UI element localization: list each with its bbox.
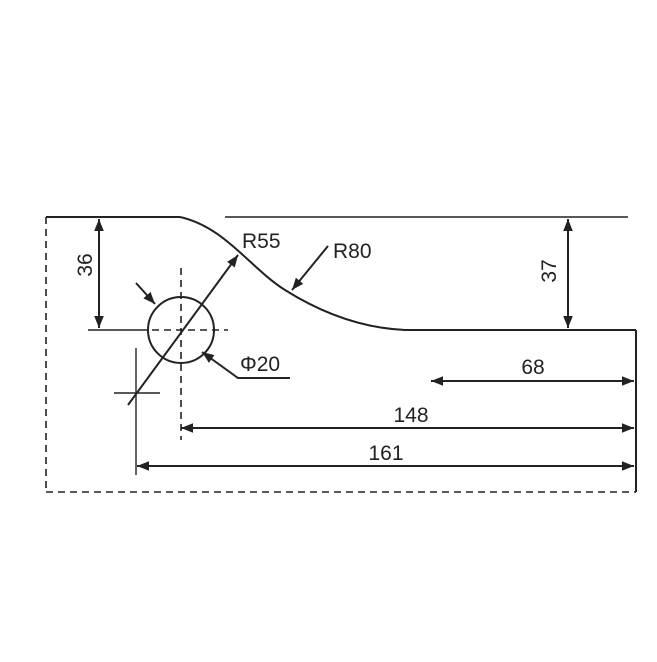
diameter-label: Φ20 <box>240 353 280 376</box>
dimension-36-label: 36 <box>74 253 97 276</box>
dimension-r80: R80 <box>291 240 372 291</box>
dimension-68-label: 68 <box>521 356 544 379</box>
dimension-148: 148 <box>181 404 634 433</box>
r55-label: R55 <box>242 230 281 253</box>
diameter-leader-lower <box>201 351 290 379</box>
diameter-arrow-upper <box>135 282 156 305</box>
dimension-36: 36 <box>74 219 104 328</box>
dimension-37-label: 37 <box>538 259 561 282</box>
extension-lines <box>88 216 628 475</box>
dimension-r55: R55 <box>127 230 281 406</box>
dimension-hole-diameter: Φ20 <box>135 282 290 379</box>
dimension-148-label: 148 <box>393 404 428 427</box>
r80-leader <box>291 245 329 291</box>
dimension-37: 37 <box>538 219 573 328</box>
curved-edge <box>179 216 636 331</box>
dimension-68: 68 <box>431 356 634 386</box>
r55-leader <box>127 254 239 406</box>
r80-label: R80 <box>333 240 372 263</box>
dimension-161: 161 <box>137 442 634 471</box>
part-outline <box>45 216 637 493</box>
dimension-161-label: 161 <box>368 442 403 465</box>
hole <box>140 268 228 440</box>
